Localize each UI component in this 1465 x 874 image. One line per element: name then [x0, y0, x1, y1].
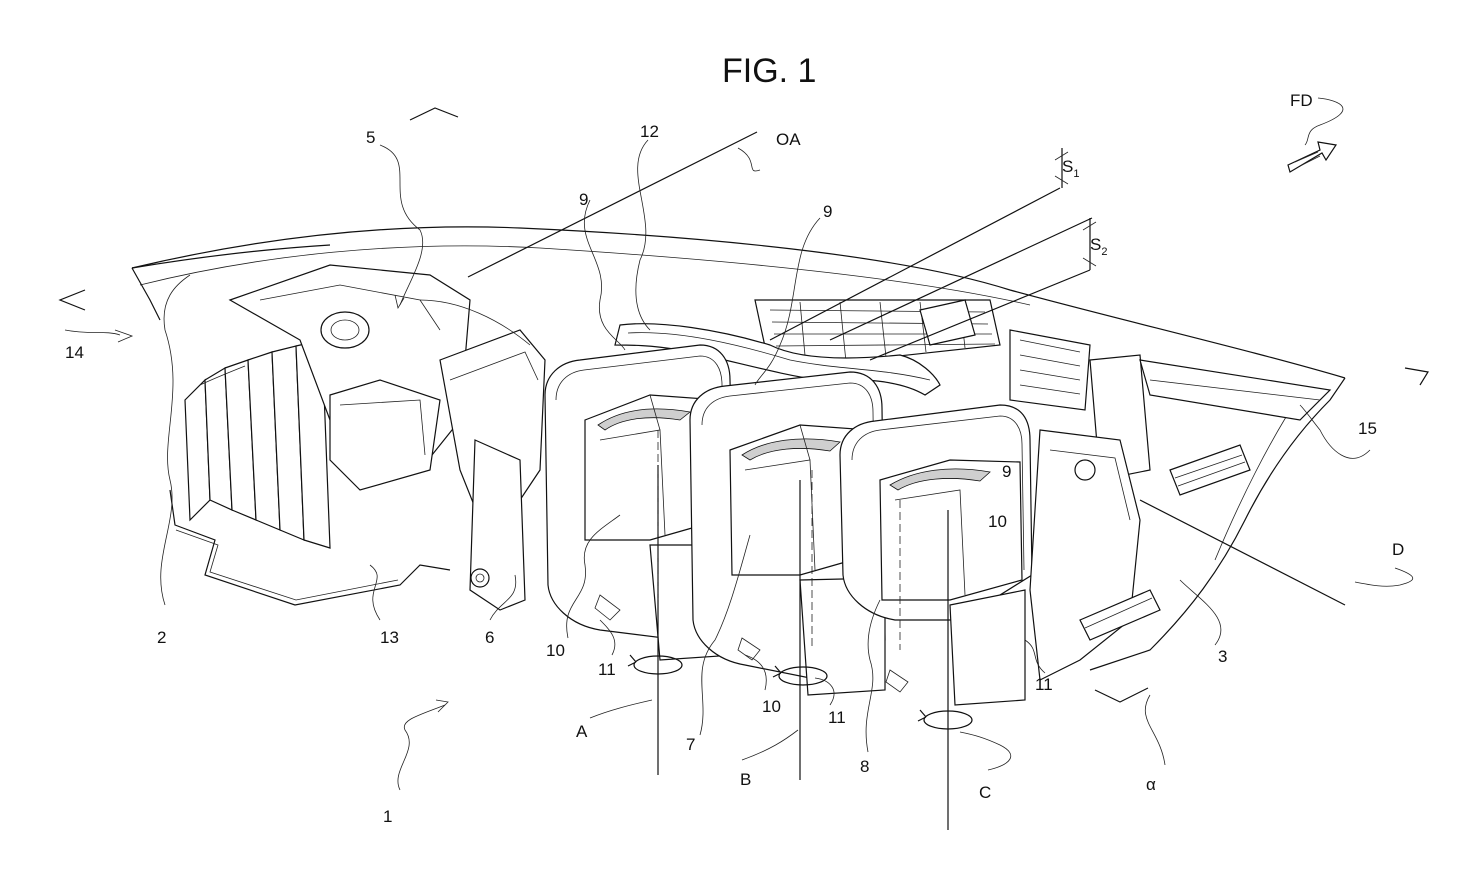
- label-fd: FD: [1290, 91, 1313, 110]
- label-1: 1: [383, 807, 392, 826]
- label-6: 6: [485, 628, 494, 647]
- label-13: 13: [380, 628, 399, 647]
- label-10-right: 10: [988, 512, 1007, 531]
- label-9-left: 9: [579, 190, 588, 209]
- label-14: 14: [65, 343, 84, 362]
- fd-arrow-icon: [1288, 142, 1336, 172]
- label-12: 12: [640, 122, 659, 141]
- label-11-left: 11: [598, 660, 616, 679]
- label-axis-a: A: [576, 722, 588, 741]
- label-11-right: 11: [1035, 675, 1053, 694]
- label-15: 15: [1358, 419, 1377, 438]
- label-2: 2: [157, 628, 166, 647]
- label-axis-c: C: [979, 783, 991, 802]
- label-alpha: α: [1146, 775, 1156, 794]
- label-5: 5: [366, 128, 375, 147]
- heat-sink: [185, 340, 330, 548]
- label-axis-d: D: [1392, 540, 1404, 559]
- label-9-middle: 9: [823, 202, 832, 221]
- label-10-left: 10: [546, 641, 565, 660]
- label-11-middle: 11: [828, 708, 846, 727]
- label-axis-b: B: [740, 770, 751, 789]
- label-8: 8: [860, 757, 869, 776]
- label-9-right: 9: [1002, 462, 1011, 481]
- label-10-middle: 10: [762, 697, 781, 716]
- label-s2: S2: [1090, 235, 1107, 258]
- label-3: 3: [1218, 647, 1227, 666]
- label-oa: OA: [776, 130, 801, 149]
- label-7: 7: [686, 735, 695, 754]
- label-s1: S1: [1062, 157, 1079, 180]
- figure-title: FIG. 1: [722, 52, 816, 90]
